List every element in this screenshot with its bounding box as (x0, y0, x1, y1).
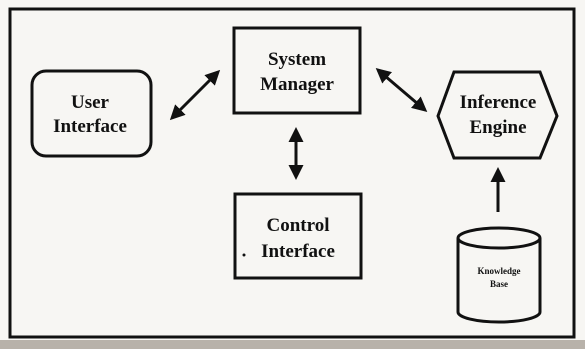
control-interface-label-line1: Control (267, 215, 330, 236)
user-interface-box (30, 69, 153, 158)
node-system-manager: System Manager (232, 26, 362, 115)
user-interface-label-line1: User (71, 92, 110, 113)
node-user-interface: User Interface (30, 69, 153, 158)
system-manager-label-line1: System (268, 49, 326, 70)
user-interface-label-line2: Interface (53, 116, 127, 137)
scan-edge (0, 340, 585, 349)
system-manager-label-line2: Manager (260, 74, 334, 95)
knowledge-base-label-line1: Knowledge (477, 266, 520, 276)
inference-engine-label-line2: Engine (469, 117, 526, 138)
edge-system-manager-inference-engine (375, 68, 428, 112)
knowledge-base-label-line2: Base (490, 279, 508, 289)
control-interface-label-line2: Interface (261, 241, 335, 262)
knowledge-base-cylinder-body (456, 238, 542, 324)
scan-speck (242, 253, 246, 257)
node-inference-engine: Inference Engine (436, 70, 559, 160)
knowledge-base-cylinder-top (456, 226, 542, 250)
node-control-interface: Control Interface (233, 192, 363, 280)
outer-frame (8, 7, 576, 339)
system-manager-box (232, 26, 362, 115)
node-knowledge-base: Knowledge Base (456, 226, 542, 324)
edge-user-interface-system-manager (169, 69, 221, 121)
control-interface-box (233, 192, 363, 280)
inference-engine-label-line1: Inference (460, 92, 537, 113)
inference-engine-hexagon (436, 70, 559, 160)
